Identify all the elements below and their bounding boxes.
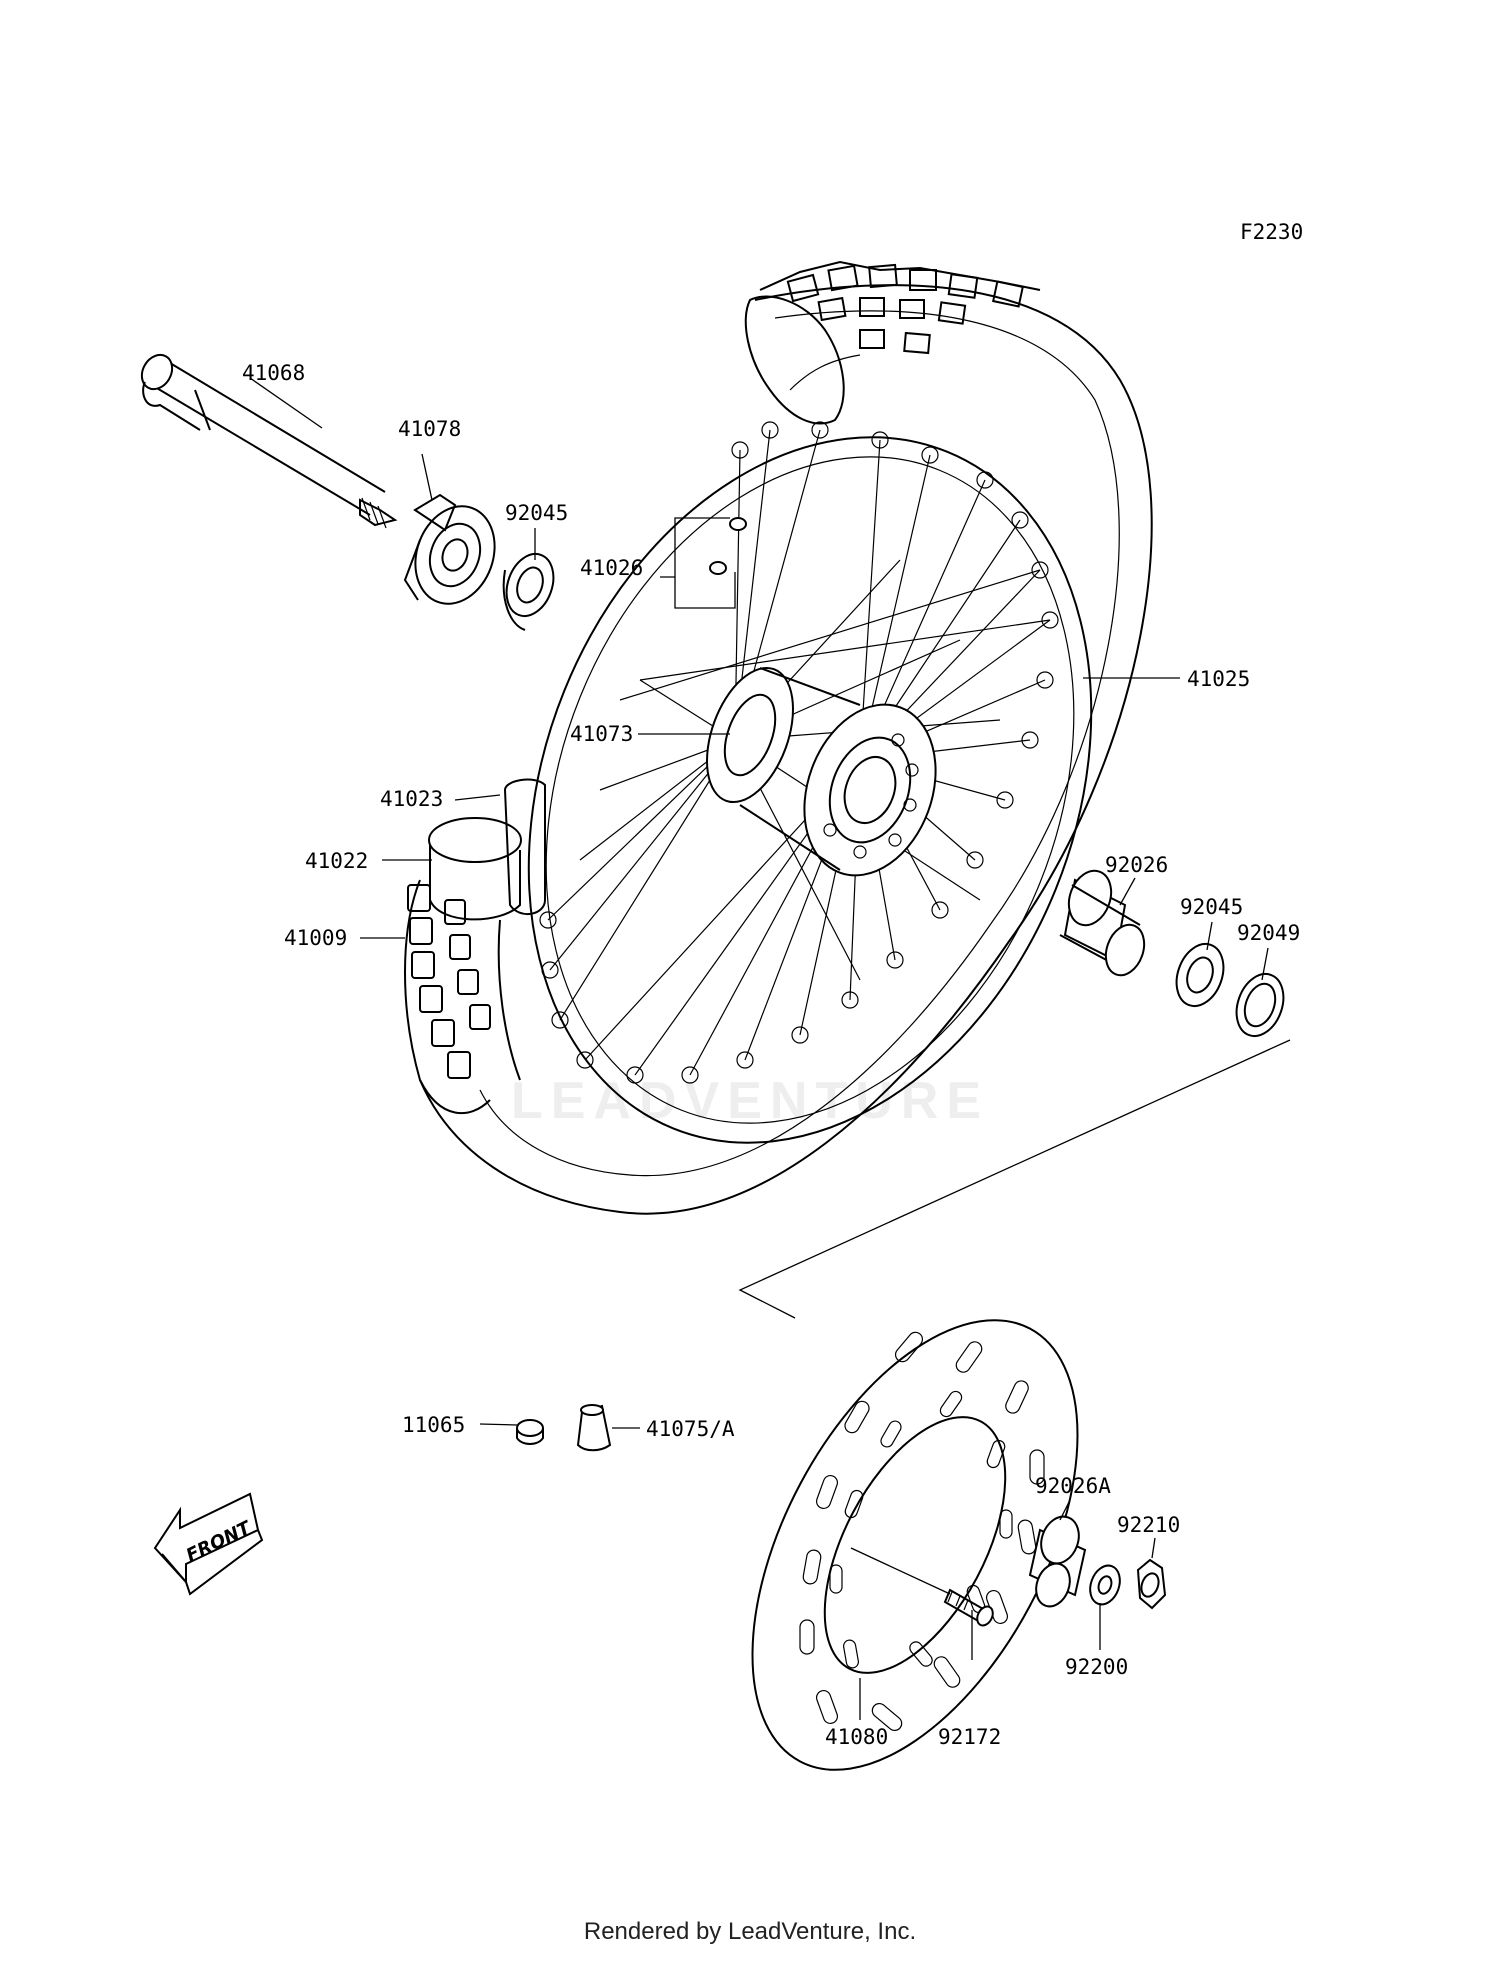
nipple-41026 xyxy=(709,517,747,575)
callout-41022: 41022 xyxy=(305,849,368,873)
weight-41075 xyxy=(576,1404,612,1452)
watermark: LEADVENTURE xyxy=(511,1072,989,1130)
tire-tread-top xyxy=(744,260,1041,425)
spacer-92026 xyxy=(1059,869,1146,977)
footer-credit: Rendered by LeadVenture, Inc. xyxy=(583,1918,917,1945)
collar-41078 xyxy=(403,493,496,605)
spacer-92026a xyxy=(1028,1515,1087,1608)
tire-outline xyxy=(419,284,1153,1215)
callout-labels: 41068 41078 92045 41026 41025 41073 4102… xyxy=(242,361,1300,1749)
callout-41075-a: 41075/A xyxy=(646,1417,735,1441)
hub xyxy=(706,666,937,877)
bearing-92045-left xyxy=(502,553,555,631)
callout-92172: 92172 xyxy=(938,1725,1001,1749)
callout-41009: 41009 xyxy=(284,926,347,950)
callout-92210: 92210 xyxy=(1117,1513,1180,1537)
washer-92200 xyxy=(1089,1564,1121,1606)
spokes xyxy=(547,429,1051,1076)
wheel-assembly xyxy=(404,260,1153,1215)
leader-lines xyxy=(249,377,1291,1720)
figure-code: F2230 xyxy=(1240,220,1303,244)
callout-41078: 41078 xyxy=(398,417,461,441)
bearing-92045-right xyxy=(1175,943,1225,1007)
rim xyxy=(527,436,1093,1144)
callout-92200: 92200 xyxy=(1065,1655,1128,1679)
axle xyxy=(140,353,398,529)
callout-41023: 41023 xyxy=(380,787,443,811)
callout-92045-right: 92045 xyxy=(1180,895,1243,919)
callout-11065: 11065 xyxy=(402,1413,465,1437)
inner-tube xyxy=(428,778,546,921)
brake-disc-41080 xyxy=(751,1319,1079,1771)
callout-92049: 92049 xyxy=(1237,921,1300,945)
seal-92049 xyxy=(1235,973,1285,1037)
front-arrow: FRONT xyxy=(153,1492,264,1596)
cap-11065 xyxy=(516,1419,544,1445)
callout-92026a: 92026A xyxy=(1035,1474,1111,1498)
callout-41080: 41080 xyxy=(825,1725,888,1749)
callout-41073: 41073 xyxy=(570,722,633,746)
spoke-nipples xyxy=(539,421,1059,1084)
bolt-92172 xyxy=(943,1588,994,1627)
callout-92026: 92026 xyxy=(1105,853,1168,877)
callout-41026: 41026 xyxy=(580,556,643,580)
callout-92045-left: 92045 xyxy=(505,501,568,525)
callout-41068: 41068 xyxy=(242,361,305,385)
nut-92210 xyxy=(1136,1558,1167,1610)
callout-41025: 41025 xyxy=(1187,667,1250,691)
tire-tread-lower xyxy=(404,879,521,1114)
